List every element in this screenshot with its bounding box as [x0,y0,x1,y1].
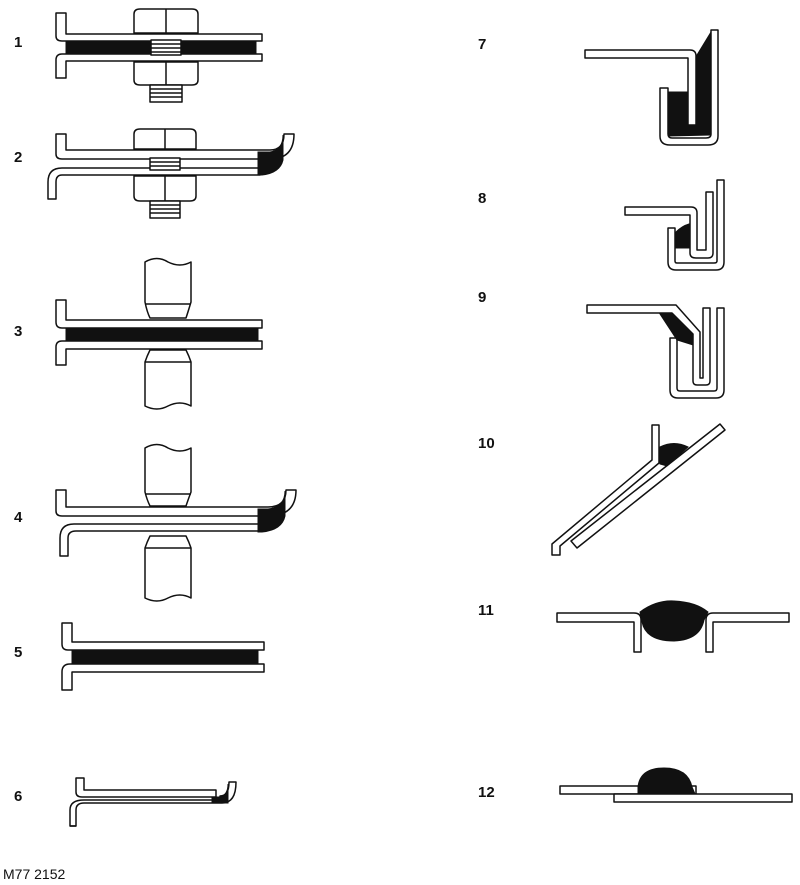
joint-4-label: 4 [14,509,23,526]
joint-6-lower-panel [69,781,237,827]
joint-5-label: 5 [14,644,22,661]
joint-2-sealer [257,134,284,176]
joint-7-outer-panel [659,29,719,146]
joint-4-upper-electrode [144,443,192,507]
joint-9-sealer [659,313,694,346]
joint-12-label: 12 [478,784,495,801]
joint-2-upper-panel [55,133,295,160]
joint-5-sealer [71,650,259,664]
joint-10-upper-panel [570,423,726,549]
joint-12: 12 [478,767,793,803]
joint-2: 2 [14,128,295,219]
joint-9-inner-panel [586,304,711,386]
joint-4-sealer [257,490,286,533]
joint-1: 1 [14,8,263,103]
joint-7-label: 7 [478,36,486,53]
joint-7: 7 [478,29,719,146]
joint-6: 6 [14,777,237,827]
joint-6-upper-panel [75,777,217,798]
joint-2-bolt-shank [149,157,181,171]
joint-8: 8 [478,179,725,271]
joint-6-label: 6 [14,788,22,805]
joint-11-right-panel [705,612,790,653]
joint-5: 5 [14,622,265,691]
joint-6-sealer [211,783,229,804]
joint-3-upper-panel [55,299,263,329]
joint-12-sealer [637,767,696,795]
joint-10-label: 10 [478,435,495,452]
joint-10: 10 [478,423,726,556]
joint-10-lower-panel [551,424,660,556]
joint-9: 9 [478,289,725,399]
joint-7-sealer [668,30,712,137]
joint-3-lower-electrode [144,349,192,410]
joint-1-lower-panel [55,53,263,79]
joint-4-upper-panel [55,489,297,517]
joint-2-label: 2 [14,149,22,166]
joint-1-label: 1 [14,34,22,51]
joint-3: 3 [14,257,263,410]
joint-4-lower-electrode [144,535,192,602]
joint-10-sealer [659,443,689,467]
joint-8-inner-panel [624,191,714,259]
joint-11-sealer [639,600,709,642]
joint-11-label: 11 [478,602,494,619]
joint-3-lower-panel [55,340,263,366]
joint-8-sealer [675,223,690,249]
joint-8-label: 8 [478,190,486,207]
joint-3-upper-electrode [144,257,192,319]
figure-reference: M77 2152 [3,866,65,882]
joint-3-label: 3 [14,323,22,340]
joint-9-outer-panel [669,307,725,399]
joint-4: 4 [14,443,297,602]
joint-3-sealer [65,328,259,341]
joint-12-lower-panel [613,793,793,803]
joint-1-upper-panel [55,12,263,42]
joint-8-outer-panel [667,179,725,271]
joint-11: 11 [478,600,790,653]
joint-5-lower-panel [61,663,265,691]
joint-9-label: 9 [478,289,486,306]
joint-7-inner-panel [584,49,697,126]
joint-5-upper-panel [61,622,265,651]
joint-11-left-panel [556,612,642,653]
